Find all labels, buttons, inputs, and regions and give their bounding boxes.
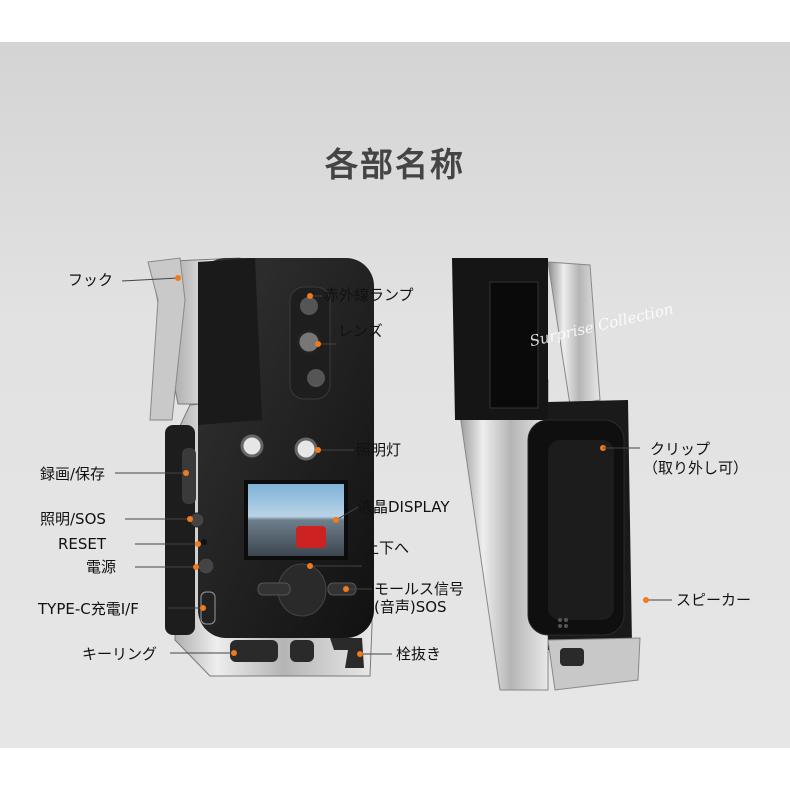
label-record: 録画/保存 bbox=[40, 465, 106, 483]
label-lens: レンズ bbox=[338, 322, 383, 340]
frame-hole bbox=[560, 648, 584, 666]
ir-lamp-2 bbox=[307, 369, 325, 387]
callout-dot-ir bbox=[307, 293, 313, 299]
label-clip: クリップ bbox=[650, 440, 711, 458]
background-panel bbox=[0, 42, 790, 748]
label-speaker: スピーカー bbox=[676, 591, 752, 609]
callout-dot-updown bbox=[307, 563, 313, 569]
callout-dot-power bbox=[193, 564, 199, 570]
light-right bbox=[294, 437, 318, 461]
record-switch[interactable] bbox=[182, 448, 196, 504]
callout-lines bbox=[115, 277, 672, 655]
callout-dot-reset bbox=[195, 541, 201, 547]
label-light: 照明灯 bbox=[356, 441, 402, 459]
callout-dot-lens bbox=[315, 341, 321, 347]
callout-dot-opener bbox=[357, 651, 363, 657]
speaker-grille bbox=[558, 618, 562, 622]
label-power: 電源 bbox=[86, 558, 117, 576]
front-device bbox=[147, 257, 374, 677]
label-key-ring: キーリング bbox=[82, 645, 158, 663]
label-ir-lamp: 赤外線ランプ bbox=[324, 286, 414, 304]
light-left bbox=[240, 434, 264, 458]
callout-dot-morse bbox=[343, 586, 349, 592]
label-updown: 上下へ bbox=[364, 539, 410, 557]
lcd-display bbox=[248, 484, 344, 556]
callout-dot-light bbox=[315, 447, 321, 453]
callout-dots bbox=[175, 275, 649, 657]
reset-hole[interactable] bbox=[201, 539, 207, 545]
callout-dot-speaker bbox=[643, 597, 649, 603]
callout-dot-lcd bbox=[333, 517, 339, 523]
label-morse: モールス信号 bbox=[374, 580, 465, 598]
keyring-hole bbox=[230, 640, 278, 662]
power-button[interactable] bbox=[197, 557, 215, 575]
callout-line-lcd bbox=[335, 506, 359, 521]
label-bottle-opener: 栓抜き bbox=[396, 645, 442, 663]
clip-inner bbox=[548, 440, 614, 620]
page-title: 各部名称 bbox=[325, 145, 465, 184]
body-shade bbox=[198, 258, 262, 425]
label-morse-sub: (音声)SOS bbox=[374, 598, 447, 616]
back-window bbox=[489, 281, 539, 409]
callout-dot-record bbox=[183, 470, 189, 476]
callout-line-hook bbox=[121, 277, 179, 282]
frame-hole bbox=[290, 640, 314, 662]
label-light-sos: 照明/SOS bbox=[40, 510, 106, 528]
label-hook: フック bbox=[68, 271, 114, 289]
bottle-opener bbox=[330, 638, 364, 668]
hook bbox=[147, 257, 186, 421]
callout-dot-keyring bbox=[231, 650, 237, 656]
back-device bbox=[452, 258, 641, 691]
left-button[interactable] bbox=[257, 582, 291, 596]
callout-dot-typec bbox=[200, 605, 206, 611]
label-lcd: 液晶DISPLAY bbox=[358, 498, 450, 516]
screen-car bbox=[296, 526, 326, 548]
callout-dot-sos bbox=[187, 516, 193, 522]
callout-dot-hook bbox=[175, 275, 181, 281]
back-frame-top bbox=[547, 261, 601, 406]
ir-lamp bbox=[300, 297, 318, 315]
label-clip-sub: （取り外し可） bbox=[643, 459, 749, 477]
label-typec: TYPE-C充電I/F bbox=[38, 600, 139, 618]
label-reset: RESET bbox=[58, 535, 107, 553]
